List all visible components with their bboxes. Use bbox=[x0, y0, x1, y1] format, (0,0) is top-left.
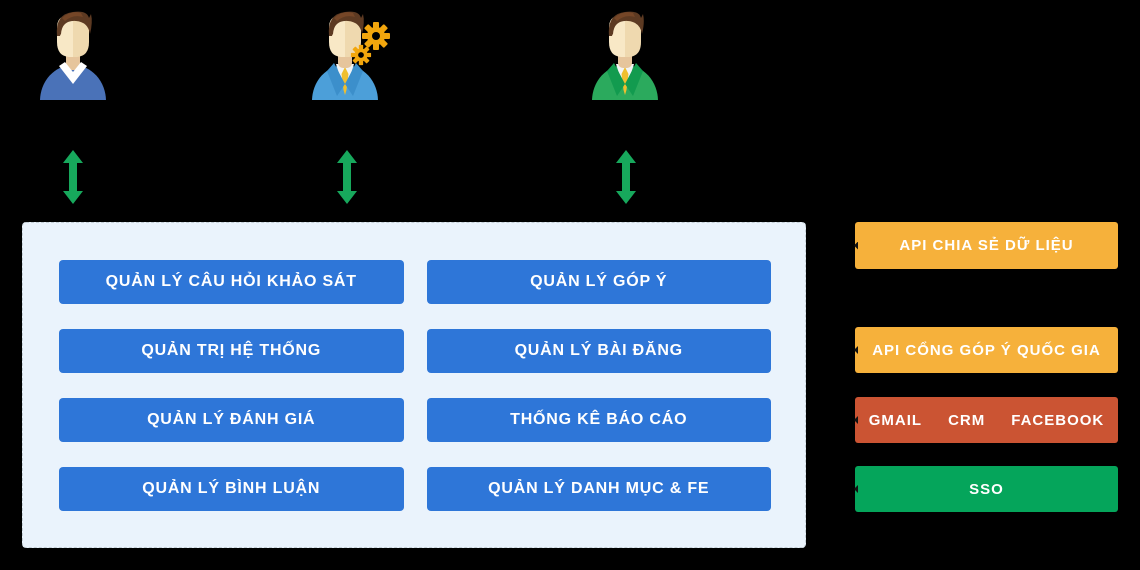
connector-notch bbox=[854, 346, 858, 354]
module-button-categories-fe[interactable]: QUẢN LÝ DANH MỤC & FE bbox=[426, 467, 771, 511]
module-button-system-admin[interactable]: QUẢN TRỊ HỆ THỐNG bbox=[59, 329, 404, 373]
integration-label: SSO bbox=[969, 480, 1004, 498]
integration-label: API CHIA SẺ DỮ LIỆU bbox=[899, 237, 1074, 254]
double-arrow-icon bbox=[616, 150, 636, 204]
integration-button-gmail-crm-facebook[interactable]: GMAIL CRM FACEBOOK bbox=[854, 397, 1118, 443]
module-button-feedback[interactable]: QUẢN LÝ GÓP Ý bbox=[426, 260, 771, 304]
module-button-report-stats[interactable]: THỐNG KÊ BÁO CÁO bbox=[426, 398, 771, 442]
system-modules-panel: QUẢN LÝ CÂU HỎI KHẢO SÁT QUẢN LÝ GÓP Ý Q… bbox=[22, 222, 806, 548]
integration-button-api-share-data[interactable]: API CHIA SẺ DỮ LIỆU bbox=[854, 222, 1118, 269]
connector-notch bbox=[854, 241, 858, 250]
connector-notch bbox=[854, 485, 858, 493]
integration-button-sso[interactable]: SSO bbox=[854, 466, 1118, 512]
module-button-comments[interactable]: QUẢN LÝ BÌNH LUẬN bbox=[59, 467, 404, 511]
module-button-posts[interactable]: QUẢN LÝ BÀI ĐĂNG bbox=[426, 329, 771, 373]
double-arrow-icon bbox=[337, 150, 357, 204]
person-green-suit-icon bbox=[592, 11, 658, 100]
person-blue-sweater-icon bbox=[40, 11, 106, 100]
integration-label-gmail: GMAIL bbox=[868, 411, 923, 429]
integration-label: API CỔNG GÓP Ý QUỐC GIA bbox=[872, 341, 1101, 359]
person-blue-suit-with-gear-icon bbox=[312, 11, 378, 100]
double-arrow-icon bbox=[63, 150, 83, 204]
settings-gears-icon bbox=[350, 22, 390, 66]
integration-button-api-national-feedback[interactable]: API CỔNG GÓP Ý QUỐC GIA bbox=[854, 327, 1118, 373]
integration-label-facebook: FACEBOOK bbox=[1011, 411, 1105, 429]
module-button-ratings[interactable]: QUẢN LÝ ĐÁNH GIÁ bbox=[59, 398, 404, 442]
connector-notch bbox=[854, 416, 858, 424]
module-button-survey-questions[interactable]: QUẢN LÝ CÂU HỎI KHẢO SÁT bbox=[59, 260, 404, 304]
integrations-column: API CHIA SẺ DỮ LIỆU API CỔNG GÓP Ý QUỐC … bbox=[854, 222, 1118, 512]
integration-label-crm: CRM bbox=[948, 411, 986, 429]
